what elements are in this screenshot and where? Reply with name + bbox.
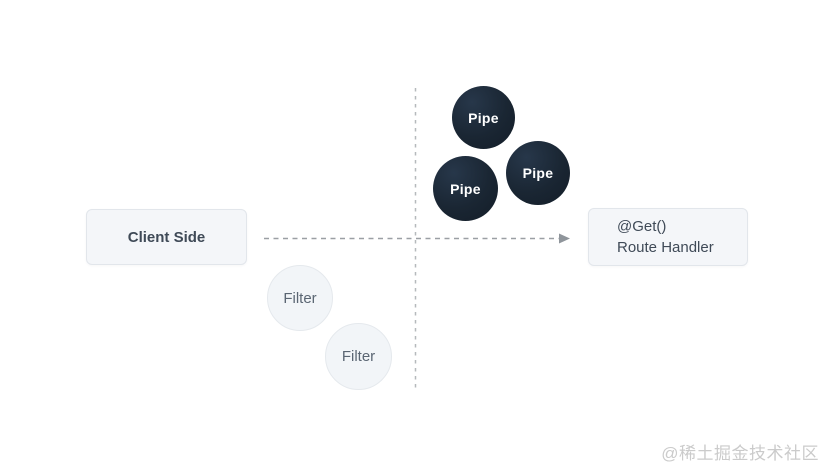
pipe-node-3: Pipe (506, 141, 570, 205)
pipe-node-2: Pipe (433, 156, 498, 221)
pipe-node-1: Pipe (452, 86, 515, 149)
route-handler-label: @Get() Route Handler (617, 216, 714, 258)
client-side-node: Client Side (86, 209, 247, 265)
filter-label: Filter (341, 348, 376, 365)
route-handler-name: Route Handler (617, 239, 714, 256)
route-handler-node: @Get() Route Handler (588, 208, 748, 266)
pipe-label: Pipe (522, 165, 554, 181)
arrowhead-right-icon (559, 233, 570, 244)
route-handler-decorator: @Get() (617, 218, 667, 235)
pipe-label: Pipe (468, 109, 499, 126)
pipe-label: Pipe (450, 180, 481, 197)
filter-label: Filter (283, 289, 317, 307)
filter-node-1: Filter (267, 265, 333, 331)
watermark-text: @稀土掘金技术社区 (661, 444, 819, 463)
filter-node-2: Filter (325, 323, 392, 390)
client-side-label: Client Side (127, 228, 206, 246)
